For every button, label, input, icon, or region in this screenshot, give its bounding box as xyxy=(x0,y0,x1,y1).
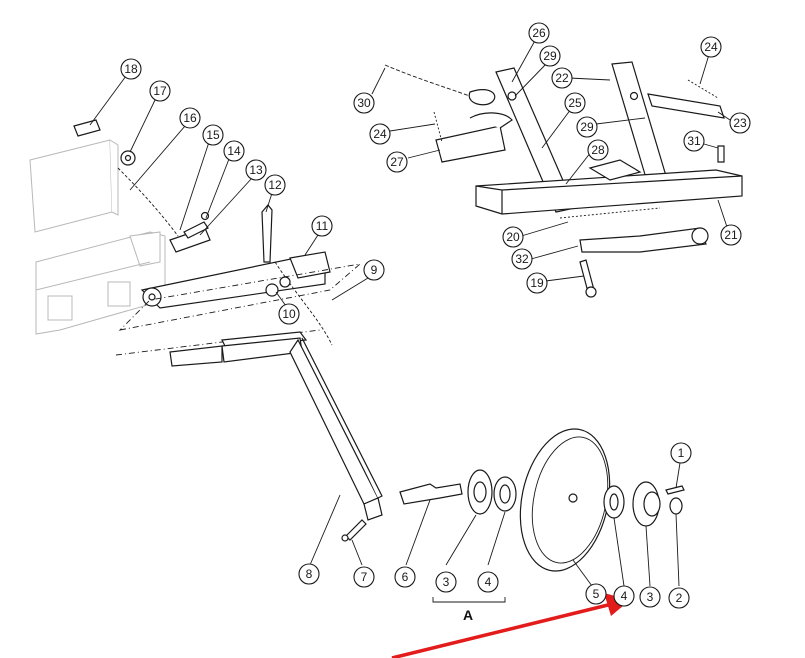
callout-7: 7 xyxy=(353,566,375,588)
callout-3-right: 3 xyxy=(639,586,661,608)
bolt-7 xyxy=(341,519,367,542)
svg-text:29: 29 xyxy=(580,120,594,134)
svg-text:21: 21 xyxy=(724,228,738,242)
svg-text:7: 7 xyxy=(361,570,368,584)
part-13-14-bolts xyxy=(183,211,210,239)
svg-text:20: 20 xyxy=(506,230,520,244)
callout-21: 21 xyxy=(720,224,742,246)
callout-4-right: 4 xyxy=(613,585,635,607)
svg-text:14: 14 xyxy=(227,144,241,158)
svg-text:12: 12 xyxy=(268,178,282,192)
part-17-nut xyxy=(120,150,136,166)
callout-24-inset-left: 24 xyxy=(369,123,391,145)
callout-12: 12 xyxy=(264,174,286,196)
chain-16 xyxy=(117,167,179,237)
svg-text:4: 4 xyxy=(485,575,492,589)
svg-text:26: 26 xyxy=(532,26,546,40)
svg-text:4: 4 xyxy=(621,589,628,603)
svg-text:28: 28 xyxy=(591,143,605,157)
callout-6: 6 xyxy=(394,566,416,588)
svg-text:17: 17 xyxy=(153,84,167,98)
part-18-clip xyxy=(73,119,101,137)
svg-text:18: 18 xyxy=(124,62,138,76)
cap-2 xyxy=(669,497,683,515)
svg-text:24: 24 xyxy=(704,40,718,54)
svg-text:8: 8 xyxy=(306,567,313,581)
stub-axle-6 xyxy=(399,483,463,505)
svg-text:23: 23 xyxy=(733,116,747,130)
callout-22: 22 xyxy=(551,67,573,89)
callout-29-top: 29 xyxy=(539,45,561,67)
svg-text:13: 13 xyxy=(249,163,263,177)
svg-text:15: 15 xyxy=(206,128,220,142)
callout-16: 16 xyxy=(179,107,201,129)
callout-17: 17 xyxy=(149,80,171,102)
svg-text:27: 27 xyxy=(390,155,404,169)
callout-29-mid: 29 xyxy=(576,116,598,138)
callout-14: 14 xyxy=(223,140,245,162)
hub-3-left xyxy=(467,469,493,515)
callout-19: 19 xyxy=(526,272,548,294)
main-arm-8 xyxy=(169,331,383,521)
callout-11: 11 xyxy=(311,215,333,237)
svg-text:3: 3 xyxy=(647,590,654,604)
callout-4-left: 4 xyxy=(477,571,499,593)
callout-3-left: 3 xyxy=(435,571,457,593)
svg-text:25: 25 xyxy=(568,96,582,110)
bearing-4-left xyxy=(493,476,517,512)
svg-text:1: 1 xyxy=(678,446,685,460)
svg-text:31: 31 xyxy=(687,134,701,148)
svg-text:19: 19 xyxy=(530,276,544,290)
inset-assembly xyxy=(384,61,743,298)
callout-8: 8 xyxy=(298,563,320,585)
svg-text:5: 5 xyxy=(593,587,600,601)
hub-3-right xyxy=(632,481,661,527)
tractor-frame-ghost xyxy=(29,139,166,335)
part-10-link xyxy=(265,276,291,297)
callout-25: 25 xyxy=(564,92,586,114)
callout-2: 2 xyxy=(668,587,690,609)
svg-text:22: 22 xyxy=(555,71,569,85)
bearing-4-right xyxy=(603,485,625,519)
callout-5: 5 xyxy=(585,583,607,605)
chain-9 xyxy=(274,261,333,346)
svg-text:30: 30 xyxy=(357,96,371,110)
svg-text:2: 2 xyxy=(676,591,683,605)
svg-text:3: 3 xyxy=(443,575,450,589)
callout-9: 9 xyxy=(363,259,385,281)
callout-27: 27 xyxy=(386,151,408,173)
callout-10: 10 xyxy=(278,303,300,325)
callout-30: 30 xyxy=(353,92,375,114)
callout-23: 23 xyxy=(729,112,751,134)
svg-text:9: 9 xyxy=(371,263,378,277)
svg-text:29: 29 xyxy=(543,49,557,63)
svg-text:32: 32 xyxy=(515,252,529,266)
callout-31: 31 xyxy=(683,130,705,152)
callout-24-inset-right: 24 xyxy=(700,36,722,58)
callout-1: 1 xyxy=(670,442,692,464)
svg-text:16: 16 xyxy=(183,111,197,125)
callout-18: 18 xyxy=(120,58,142,80)
callout-15: 15 xyxy=(202,124,224,146)
callout-leaders xyxy=(89,36,734,587)
callout-20: 20 xyxy=(502,226,524,248)
bolt-1 xyxy=(665,485,685,495)
svg-text:11: 11 xyxy=(316,219,329,233)
callout-13: 13 xyxy=(245,159,267,181)
group-label-a: A xyxy=(463,607,473,623)
callout-26: 26 xyxy=(528,22,550,44)
callout-32: 32 xyxy=(511,248,533,270)
part-12-pin xyxy=(261,204,273,263)
svg-text:24: 24 xyxy=(373,127,387,141)
svg-text:6: 6 xyxy=(402,570,409,584)
svg-text:10: 10 xyxy=(282,307,296,321)
callout-28: 28 xyxy=(587,139,609,161)
group-a-bracket: A xyxy=(432,597,506,623)
